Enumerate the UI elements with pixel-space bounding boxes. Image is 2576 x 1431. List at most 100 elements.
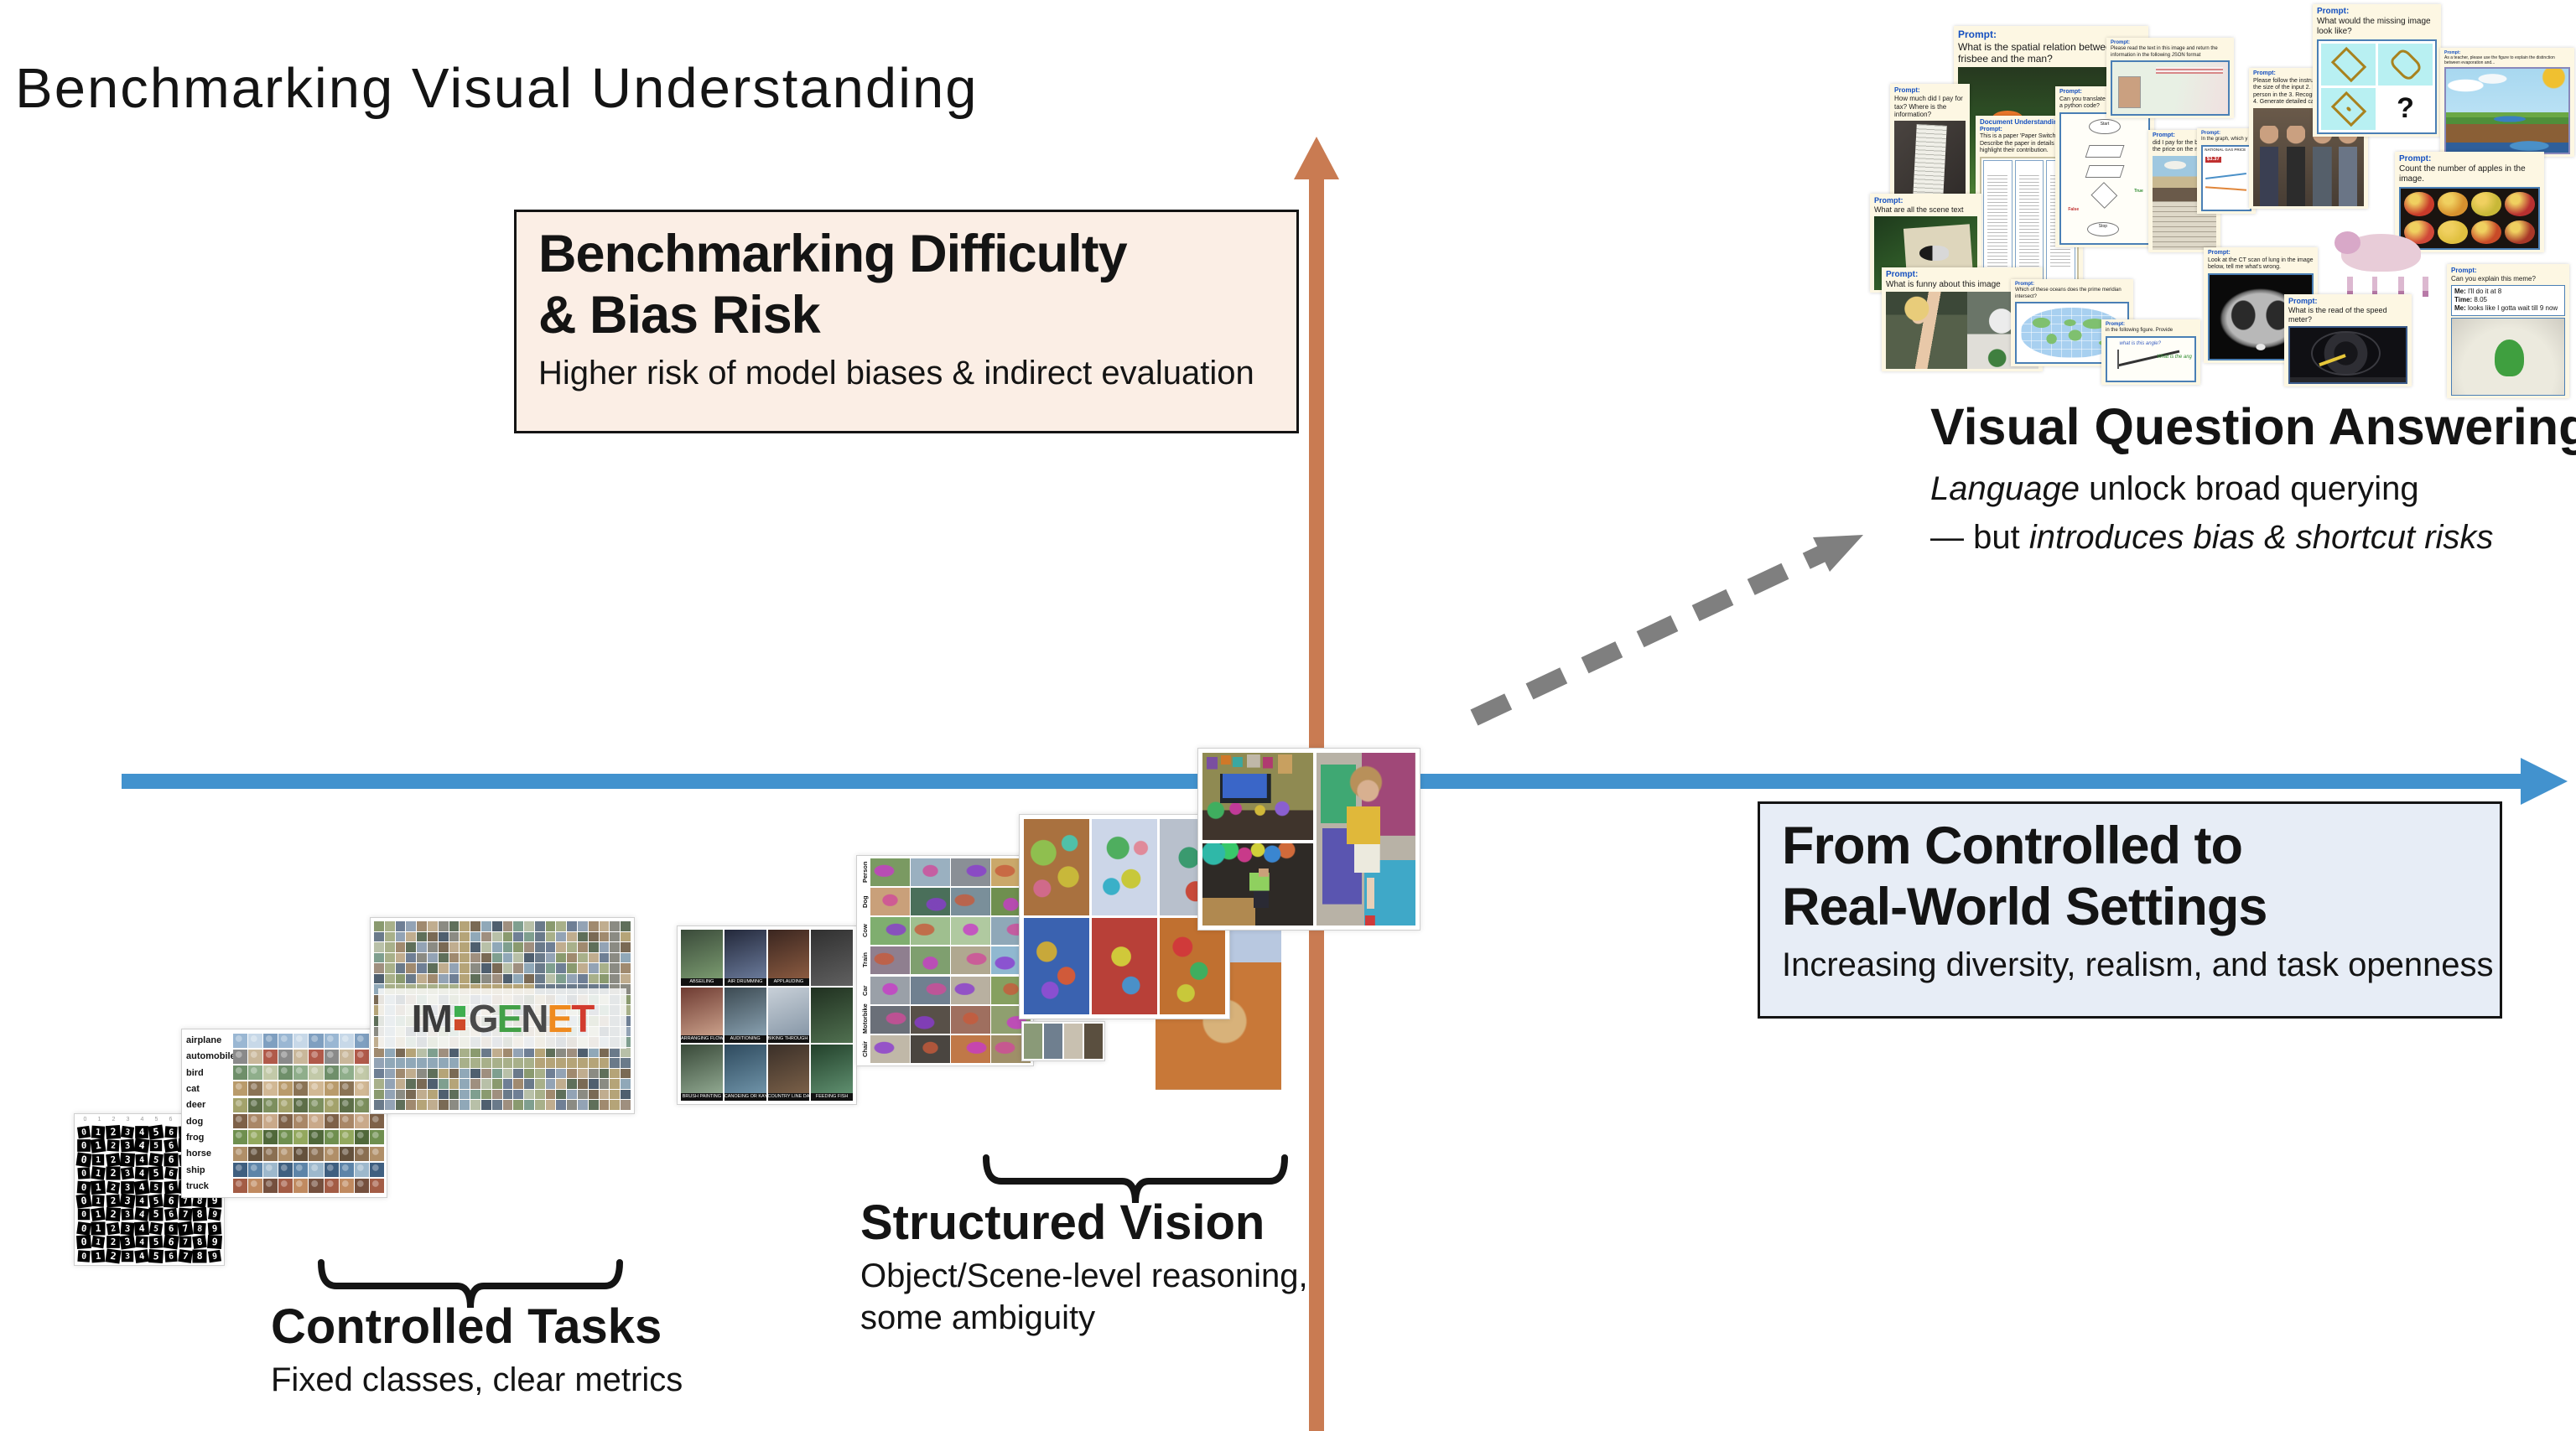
puzzle-tile (2321, 87, 2376, 130)
mosaic-cell (460, 1100, 470, 1110)
mnist-digit-cell: 2 (106, 1194, 121, 1208)
mosaic-cell (567, 931, 578, 942)
group-controlled-tasks: Controlled Tasks Fixed classes, clear me… (271, 1299, 683, 1402)
small-photo-thumbnail (1064, 1024, 1083, 1059)
mosaic-cell (524, 1100, 534, 1110)
mosaic-cell (395, 1068, 406, 1079)
mosaic-cell (588, 1068, 599, 1079)
apple (2438, 192, 2468, 216)
kinetics-clip (811, 987, 853, 1044)
mosaic-cell (491, 921, 502, 931)
mosaic-cell (534, 1079, 545, 1089)
mosaic-cell (374, 952, 384, 963)
mosaic-cell (395, 973, 406, 984)
mosaic-cell (513, 931, 524, 942)
cifar-thumbnail (233, 1033, 248, 1048)
mnist-digit-cell: 5 (150, 1140, 163, 1153)
mosaic-cell (502, 973, 513, 984)
mosaic-cell (438, 931, 449, 942)
mosaic-cell (588, 1100, 599, 1110)
prompt-label: Prompt: (2399, 154, 2432, 163)
mosaic-cell (384, 952, 395, 963)
mosaic-cell (599, 1047, 610, 1058)
small-photo-thumbnail (1044, 1024, 1062, 1059)
mosaic-cell (417, 921, 427, 931)
vqa-card-flowchart: Prompt:Can you translate the flowchart t… (2055, 86, 2154, 247)
cifar-thumbnail (354, 1033, 369, 1048)
mosaic-cell (470, 921, 480, 931)
vqa-card-watercycle: Prompt:As a teacher, please use the figu… (2440, 48, 2574, 157)
gas-price-chart: NATIONAL GAS PRICE$3.37 (2201, 144, 2251, 211)
voc-thumbnail (951, 858, 990, 886)
mosaic-cell (374, 1100, 384, 1110)
card-prompt: Prompt:Look at the CT scan of lung in th… (2208, 250, 2314, 272)
difficulty-box-title: Benchmarking Difficulty & Bias Risk (538, 224, 1275, 346)
mosaic-cell (556, 1058, 567, 1068)
logo-letter: T (571, 996, 595, 1040)
voc-thumbnail (911, 1005, 950, 1034)
cifar-thumbnail (233, 1146, 248, 1161)
card-prompt: Prompt:What are all the scene text (1874, 196, 1977, 215)
mnist-digit-cell: 6 (164, 1208, 179, 1221)
mosaic-cell (556, 963, 567, 973)
mosaic-cell (545, 931, 556, 942)
mosaic-cell (534, 921, 545, 931)
cifar-thumbnail (324, 1065, 339, 1081)
cifar-thumbnail (354, 1179, 369, 1194)
prompt-label: Prompt: (2111, 40, 2130, 45)
person-figure (2338, 125, 2358, 206)
cifar-tiles (233, 1049, 384, 1064)
mosaic-cell (384, 1047, 395, 1058)
kinetics-action-label: APPLAUDING (767, 977, 810, 986)
mosaic-cell (395, 931, 406, 942)
cifar-thumbnail (278, 1163, 293, 1178)
cifar-thumbnail (278, 1179, 293, 1194)
mnist-digit-cell: 9 (207, 1249, 222, 1263)
prompt-text: This is a paper 'Paper Switch'. Describe… (1980, 133, 2066, 154)
prompt-label: Prompt: (2451, 267, 2477, 274)
cifar-thumbnail (339, 1163, 354, 1178)
mosaic-cell (556, 931, 567, 942)
apples-photo (2399, 186, 2540, 250)
price-badge: $3.37 (2205, 156, 2221, 163)
cifar-thumbnail (354, 1114, 369, 1129)
cifar-thumbnail (339, 1049, 354, 1064)
mnist-digit-cell: 6 (163, 1138, 179, 1154)
mosaic-cell (513, 1079, 524, 1089)
mosaic-cell (567, 942, 578, 952)
mosaic-cell (406, 1047, 417, 1058)
voc-class-label: Chair (861, 1040, 869, 1058)
mosaic-cell (417, 963, 427, 973)
card-prompt: Prompt:In the graph, which y (2201, 131, 2251, 143)
mosaic-cell (480, 963, 491, 973)
mosaic-cell (545, 921, 556, 931)
apple (2404, 192, 2434, 216)
mosaic-cell (417, 942, 427, 952)
mosaic-cell (621, 942, 631, 952)
kinetics-clip: COUNTRY LINE DANCING (767, 1045, 810, 1101)
dashed-arrowhead (1813, 535, 1863, 572)
vqa-tagline1-rest: unlock broad querying (2079, 470, 2419, 507)
mosaic-cell (513, 1047, 524, 1058)
realworld-box-title: From Controlled to Real-World Settings (1782, 816, 2478, 938)
cifar-thumbnail (233, 1179, 248, 1194)
mosaic-cell (384, 1089, 395, 1100)
mosaic-cell (449, 1089, 460, 1100)
logo-square-red (454, 1019, 465, 1031)
kinetics-thumbnail (767, 987, 810, 1036)
mosaic-cell (438, 1058, 449, 1068)
mosaic-cell (384, 963, 395, 973)
cifar-thumbnail (309, 1114, 324, 1129)
kinetics-clip (811, 930, 853, 986)
mosaic-cell (545, 942, 556, 952)
kinetics-thumbnail (724, 930, 766, 978)
prompt-label: Prompt: (2106, 322, 2125, 327)
mosaic-cell (578, 1068, 588, 1079)
cifar-thumbnail (354, 1146, 369, 1161)
prompt-label: Prompt: (2201, 131, 2220, 136)
mosaic-cell (556, 1089, 567, 1100)
handwritten-note: what is this angle? (2119, 340, 2161, 346)
mnist-digit-cell: 2 (105, 1124, 121, 1140)
